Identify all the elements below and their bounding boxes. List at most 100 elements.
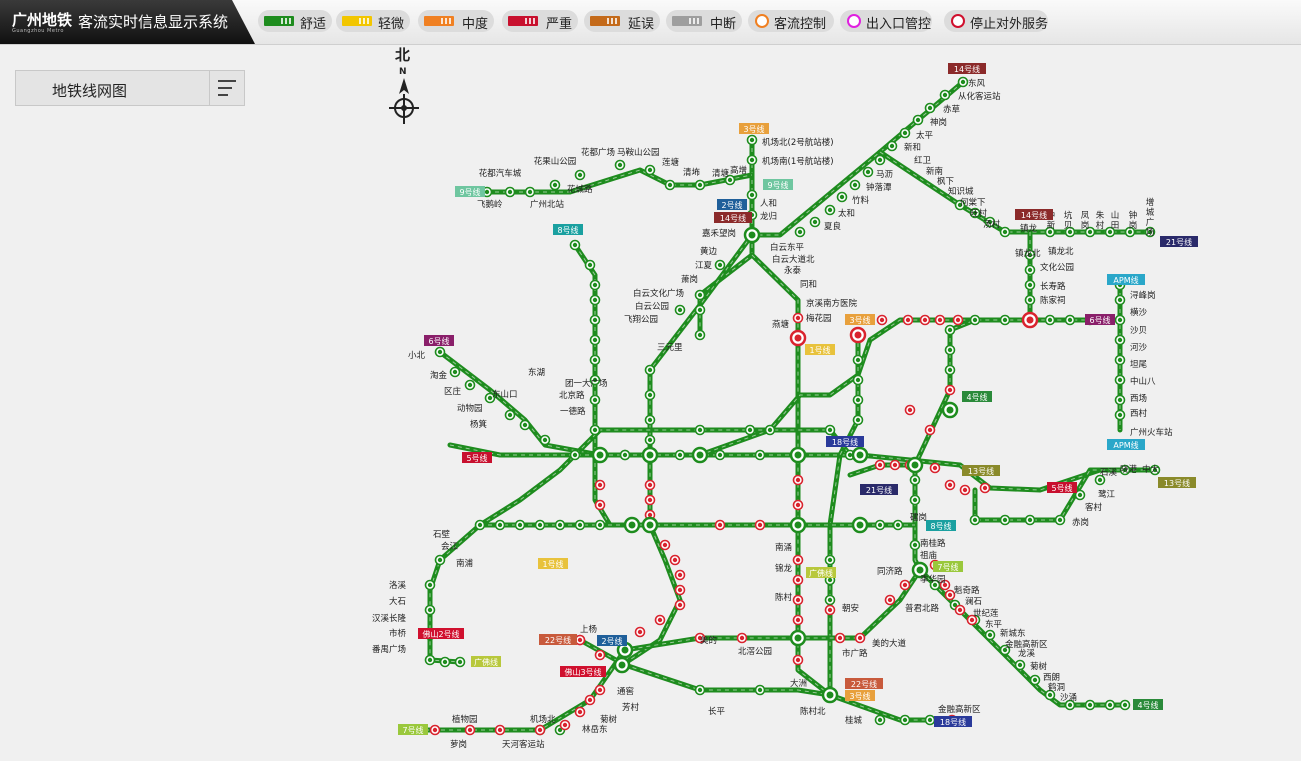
- line-segment-stripe: [425, 569, 921, 731]
- station-node-core: [427, 657, 433, 663]
- station-node-core: [912, 477, 918, 483]
- legend-item-entrance-control[interactable]: 出入口管控: [840, 10, 932, 32]
- station-node-core: [972, 517, 978, 523]
- station-node-core: [677, 572, 683, 578]
- station-node-core: [855, 397, 861, 403]
- station-label: 同和: [800, 280, 817, 290]
- yellow-status-swatch-icon: [342, 16, 372, 26]
- station-label: 东风: [968, 78, 986, 89]
- station-label: 汉溪长隆: [372, 613, 407, 624]
- station-node-core: [962, 487, 968, 493]
- station-node-core: [795, 315, 801, 321]
- station-nodes[interactable]: [424, 76, 1161, 736]
- line-badge: [845, 678, 883, 689]
- station-node-core: [757, 522, 763, 528]
- line-badge: [455, 186, 485, 197]
- network-map-panel[interactable]: 地铁线网图: [15, 70, 245, 106]
- legend-item-severe[interactable]: 严重: [502, 10, 578, 32]
- menu-icon[interactable]: [209, 71, 244, 105]
- station-label: 花城路: [567, 184, 593, 195]
- line-badge: [539, 634, 577, 645]
- line-badge: [845, 690, 875, 701]
- legend-item-slight[interactable]: 轻微: [336, 10, 410, 32]
- line-badge-label: 7号线: [937, 562, 958, 572]
- line-badge-label: 1号线: [809, 345, 830, 355]
- line-badge: [1107, 274, 1145, 285]
- station-node-core: [697, 635, 703, 641]
- station-label: 坦尾: [1130, 360, 1148, 370]
- station-label: 镇龙北: [1015, 248, 1041, 259]
- legend-label: 舒适: [300, 17, 327, 32]
- station-node-core: [947, 592, 953, 598]
- station-node-core: [915, 117, 921, 123]
- station-label: 中大: [1142, 464, 1160, 475]
- line-badge-label: 广佛线: [809, 568, 833, 578]
- station-label: 清㘵: [683, 167, 701, 178]
- red-status-swatch-icon: [508, 16, 538, 26]
- legend-item-service-stopped[interactable]: 停止对外服务: [944, 10, 1048, 32]
- station-node-core: [1027, 517, 1033, 523]
- line-badge-label: 3号线: [743, 124, 764, 134]
- station-node-core: [856, 451, 864, 459]
- station-node-core: [877, 717, 883, 723]
- station-label: 东湖: [528, 367, 545, 378]
- top-bar: 广州地铁 Guangzhou Metro 客流实时信息显示系统 舒适 轻微 中度…: [0, 0, 1301, 45]
- station-node-core: [557, 727, 563, 733]
- station-label: 石溪: [1100, 467, 1118, 478]
- station-node-core: [696, 451, 704, 459]
- line-badge-label: 8号线: [930, 521, 951, 531]
- legend-item-flow-control[interactable]: 客流控制: [748, 10, 834, 32]
- station-label: 大洲: [790, 678, 807, 689]
- station-label: 祖庙: [920, 550, 938, 561]
- station-label: 西村: [1130, 408, 1148, 419]
- line-badge: [1107, 439, 1145, 450]
- station-node-core: [856, 521, 864, 529]
- station-label: 菊树: [1030, 661, 1048, 672]
- station-node-core: [855, 357, 861, 363]
- legend-item-moderate[interactable]: 中度: [418, 10, 494, 32]
- station-node-core: [477, 522, 483, 528]
- station-node-core: [697, 182, 703, 188]
- station-label: 小北: [408, 350, 426, 361]
- station-label: 江夏: [695, 261, 713, 271]
- station-node-core: [911, 461, 919, 469]
- line-badge-label: 14号线: [954, 64, 980, 74]
- station-label: 莲塘: [662, 157, 680, 168]
- station-node-core: [987, 219, 993, 225]
- station-label: 沙贝: [1130, 326, 1147, 336]
- station-node-core: [1026, 316, 1034, 324]
- station-node-core: [749, 157, 755, 163]
- station-label: 三元里: [657, 343, 683, 353]
- station-node-core: [572, 452, 578, 458]
- station-label: 白云文化广场: [633, 288, 684, 299]
- station-node-core: [937, 317, 943, 323]
- legend-item-delay[interactable]: 延误: [584, 10, 660, 32]
- station-label: 大石: [389, 596, 406, 607]
- station-node-core: [442, 659, 448, 665]
- station-node-core: [552, 182, 558, 188]
- legend-label: 严重: [546, 17, 573, 32]
- station-label: 白云大道北: [772, 254, 815, 265]
- line-badge-label: 8号线: [557, 225, 578, 235]
- station-node-core: [592, 317, 598, 323]
- legend-item-interrupted[interactable]: 中断: [666, 10, 742, 32]
- station-node-core: [1117, 412, 1123, 418]
- line-badge: [1047, 482, 1077, 493]
- station-label: 枫下: [937, 176, 955, 187]
- station-node-core: [857, 635, 863, 641]
- station-label: 高增: [730, 165, 747, 176]
- station-label: 西朗: [1043, 672, 1060, 683]
- station-node-core: [1002, 229, 1008, 235]
- red-ring-icon: [951, 14, 965, 28]
- station-label: 神岗: [930, 117, 947, 128]
- station-label: 天河客运站: [502, 739, 545, 750]
- line-segment-stripe: [439, 319, 1110, 456]
- station-label: 石壁: [433, 529, 451, 540]
- station-node-core: [922, 317, 928, 323]
- legend-item-comfortable[interactable]: 舒适: [258, 10, 332, 32]
- station-label: 南涌: [775, 542, 792, 553]
- station-node-core: [427, 582, 433, 588]
- station-node-core: [577, 709, 583, 715]
- station-label: 金融高新区: [1005, 639, 1048, 650]
